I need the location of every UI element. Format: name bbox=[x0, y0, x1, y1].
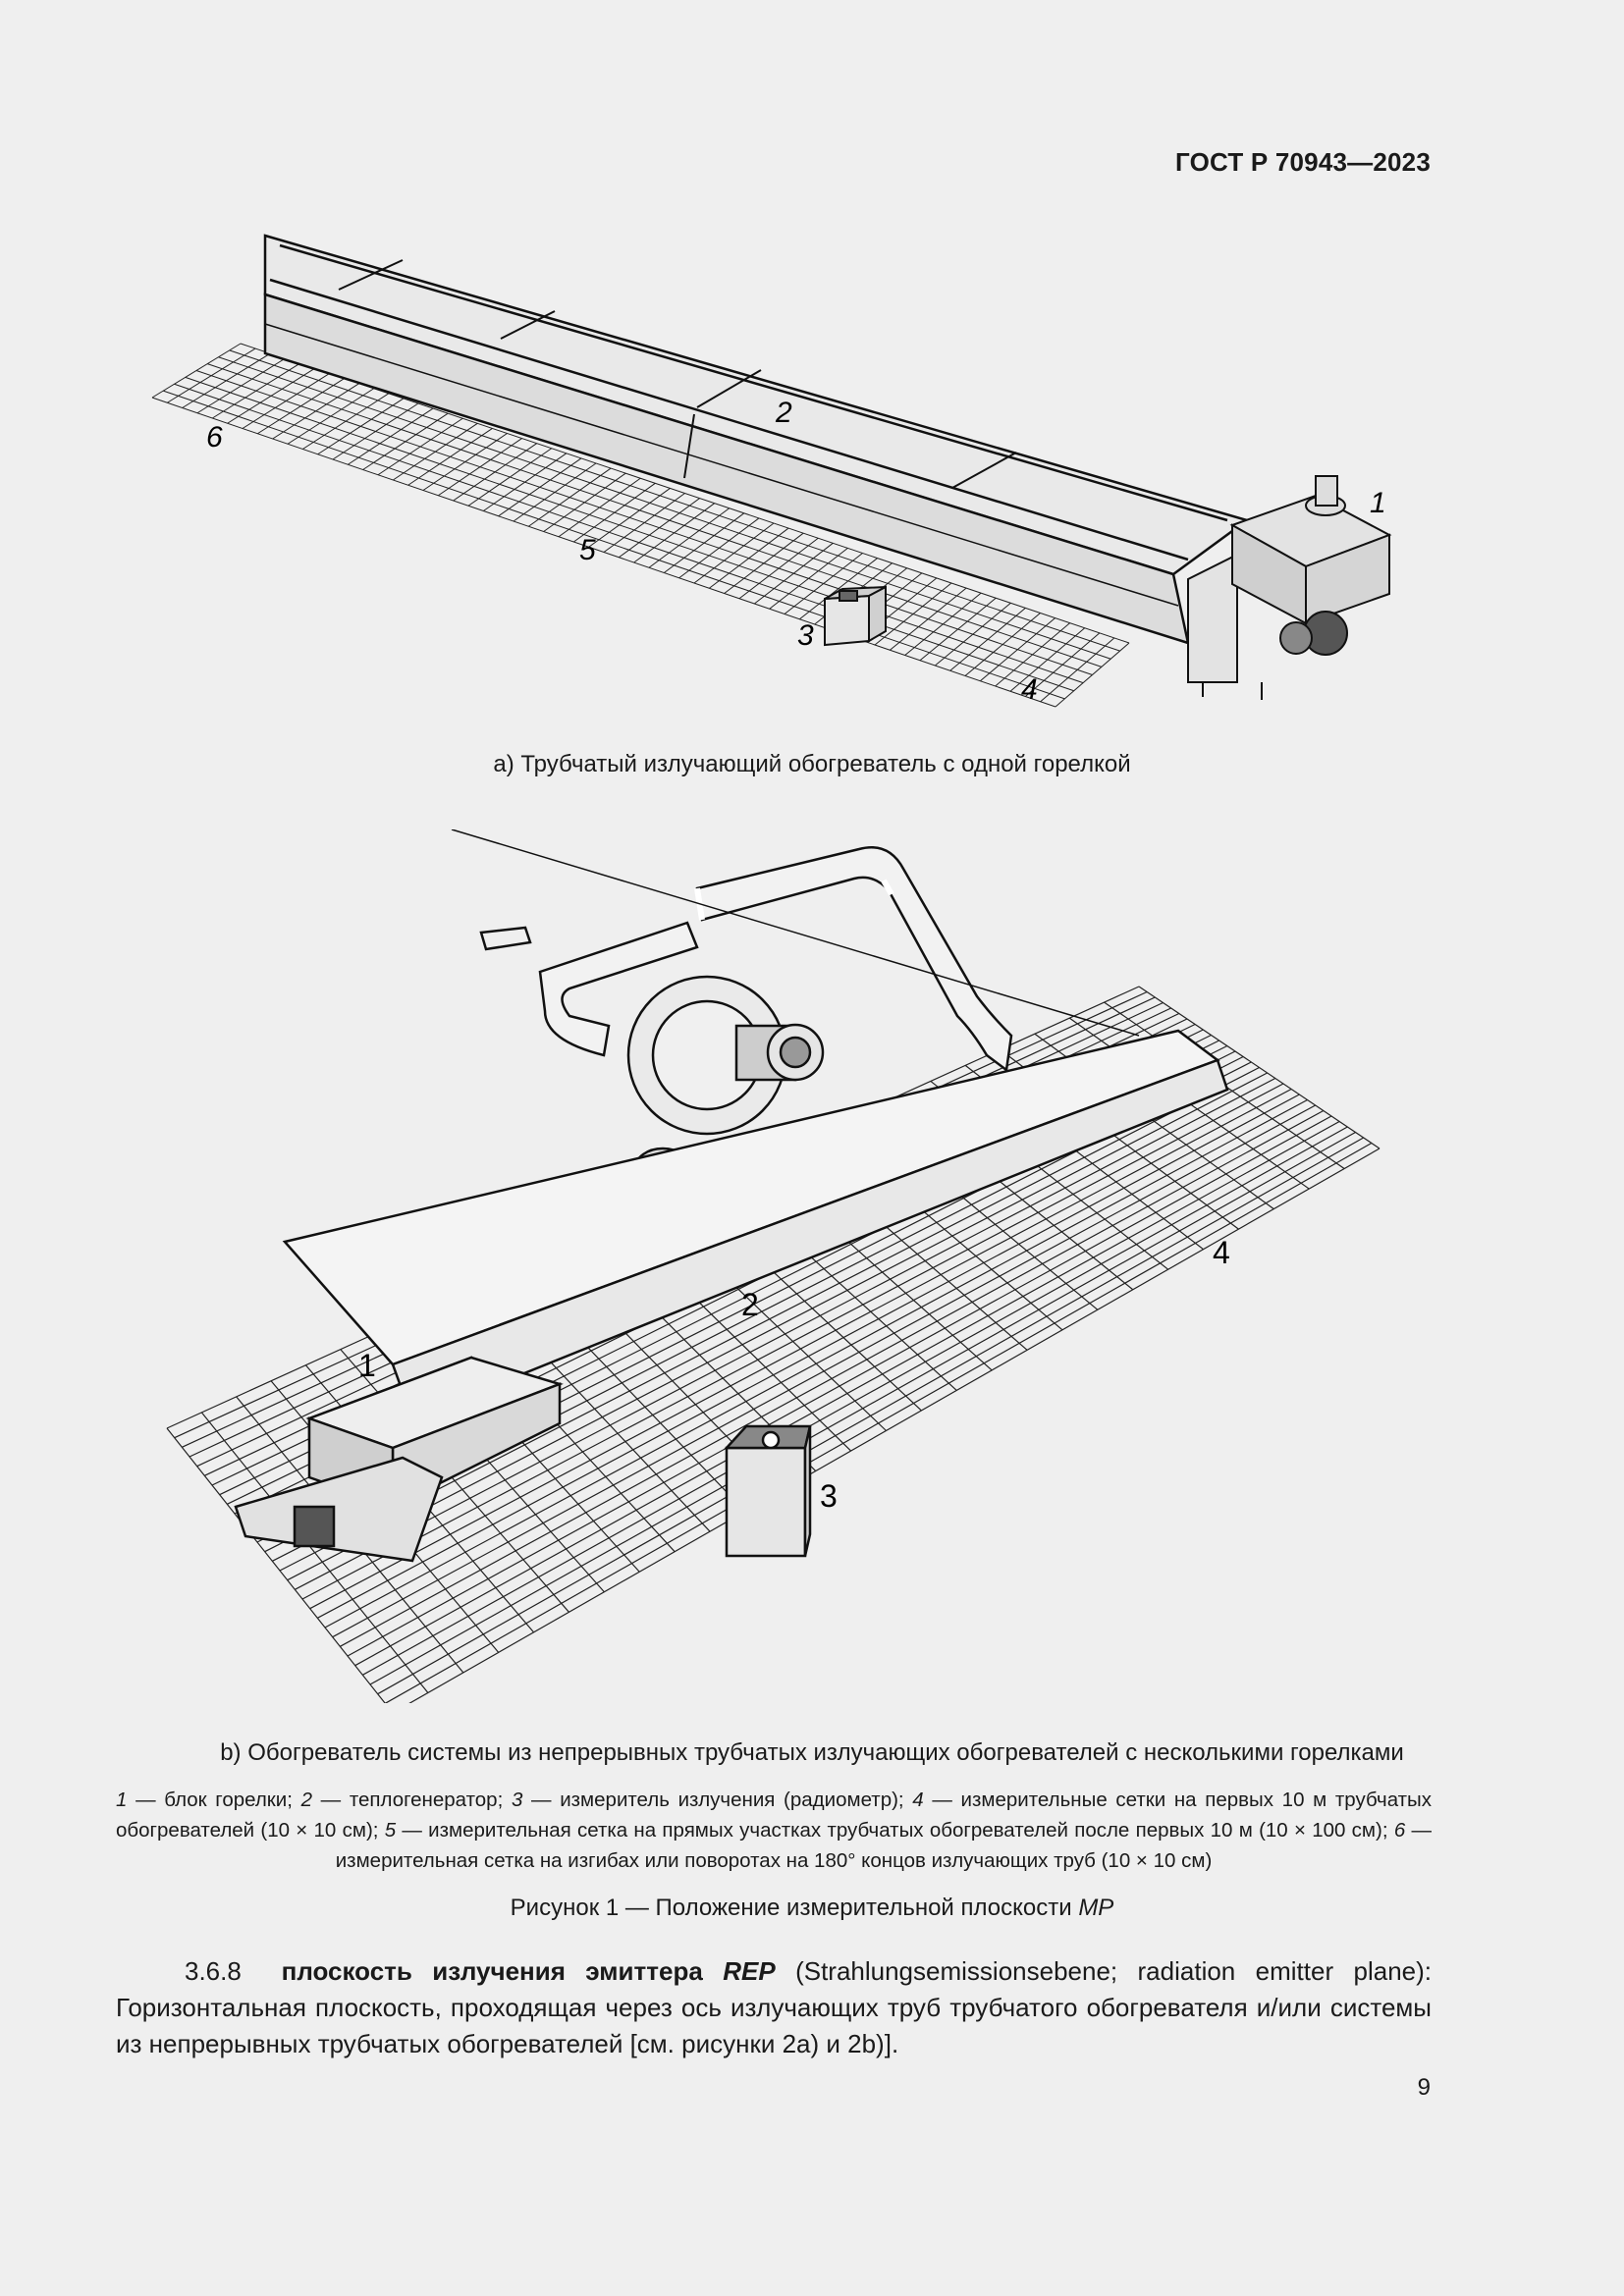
label-a-6: 6 bbox=[206, 421, 223, 454]
flue-duct-b bbox=[538, 846, 1013, 1073]
heater-body-a bbox=[263, 234, 1250, 645]
label-a-4: 4 bbox=[1021, 673, 1038, 706]
radiometer-a bbox=[824, 585, 887, 647]
label-b-3: 3 bbox=[820, 1478, 838, 1514]
label-a-3: 3 bbox=[797, 619, 814, 652]
figure-title: Рисунок 1 — Положение измерительной плос… bbox=[510, 1895, 1114, 1921]
burner-unit-a bbox=[1187, 475, 1392, 700]
figure-a-caption: a) Трубчатый излучающий обогреватель с о… bbox=[493, 751, 1131, 777]
figure-a-drawing: 6 2 1 5 3 4 bbox=[151, 234, 1392, 708]
radiometer-b bbox=[724, 1424, 812, 1558]
page-number: 9 bbox=[1417, 2074, 1431, 2101]
heater-body-b bbox=[282, 829, 1229, 1420]
label-a-1: 1 bbox=[1370, 487, 1386, 519]
term-abbr: REP bbox=[723, 1956, 776, 1986]
figure-legend: 1 — блок горелки; 2 — теплогенератор; 3 … bbox=[116, 1789, 1433, 1872]
label-a-5: 5 bbox=[579, 534, 596, 566]
figure-b-caption: b) Обогреватель системы из непрерывных т… bbox=[220, 1739, 1404, 1766]
label-b-4: 4 bbox=[1213, 1235, 1230, 1270]
burner-unit-b bbox=[234, 1356, 564, 1563]
measurement-grid-a bbox=[151, 343, 1130, 708]
label-b-1: 1 bbox=[358, 1348, 376, 1383]
definition-body: (Strahlungsemissionsebene; radiation emi… bbox=[116, 1956, 1433, 2058]
term: плоскость излучения эмиттера bbox=[281, 1956, 703, 1986]
label-b-2: 2 bbox=[741, 1287, 759, 1322]
figure-b-drawing: 4 2 1 3 bbox=[166, 829, 1380, 1703]
document-standard-header: ГОСТ Р 70943—2023 bbox=[1175, 147, 1431, 177]
definition-paragraph: 3.6.8 плоскость излучения эмиттера REP (… bbox=[116, 1953, 1432, 2062]
clause-number: 3.6.8 bbox=[185, 1956, 242, 1986]
label-a-2: 2 bbox=[775, 397, 792, 429]
